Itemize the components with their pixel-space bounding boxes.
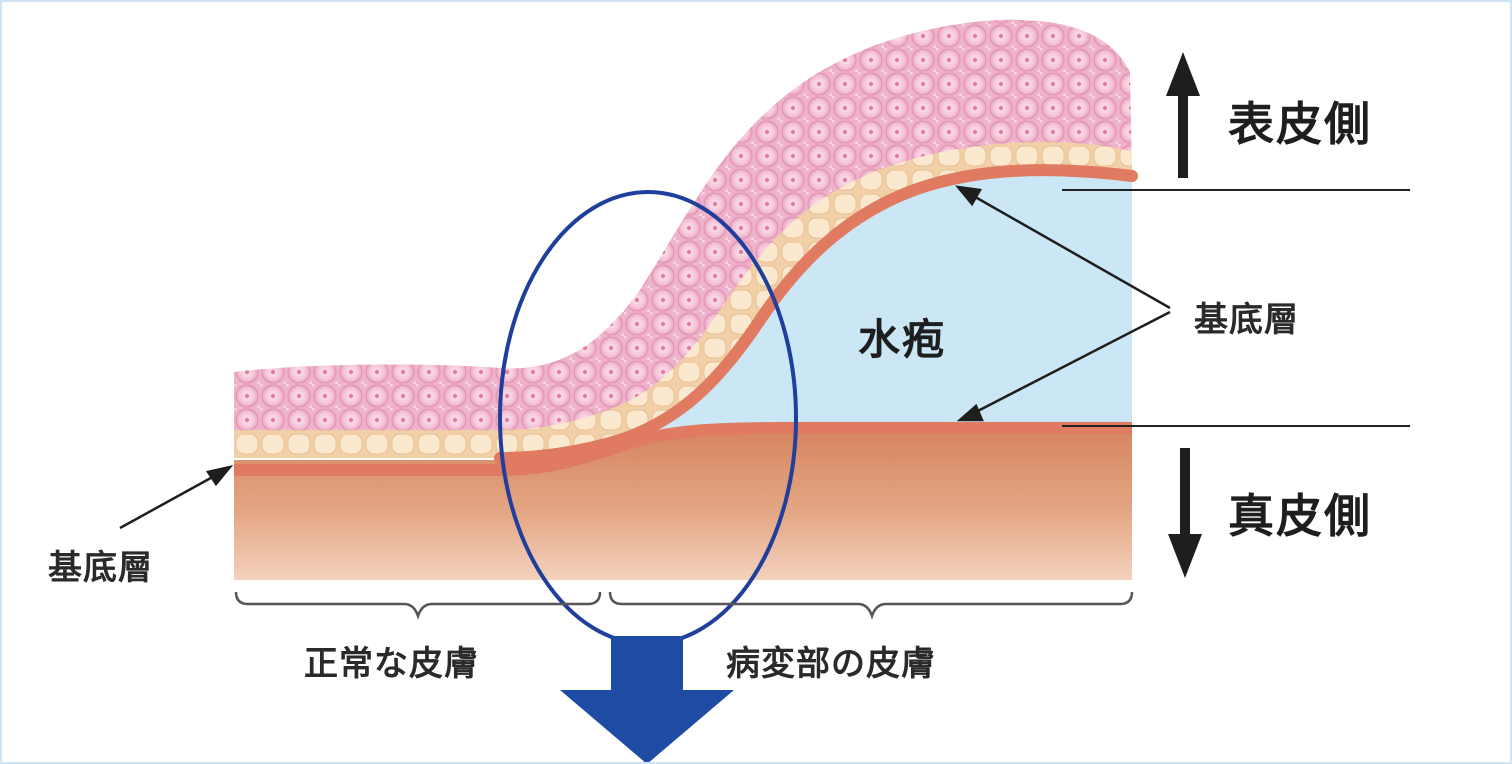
normal-skin-brace <box>236 592 600 616</box>
lesion-skin-label: 病変部の皮膚 <box>726 636 936 685</box>
lesion-skin-brace <box>610 592 1132 616</box>
normal-skin-label: 正常な皮膚 <box>304 636 479 685</box>
up-arrow-icon <box>1166 52 1200 178</box>
basal-layer-label-right: 基底層 <box>1194 292 1299 341</box>
big-down-arrow-icon <box>560 636 734 764</box>
dermis-side-label: 真皮側 <box>1228 480 1372 546</box>
pointer-arrow-left-icon <box>120 467 230 528</box>
blister-label: 水疱 <box>858 306 946 367</box>
epidermis-side-label: 表皮側 <box>1228 88 1372 154</box>
down-arrow-icon <box>1168 448 1202 578</box>
basal-layer-label-left: 基底層 <box>48 540 153 589</box>
